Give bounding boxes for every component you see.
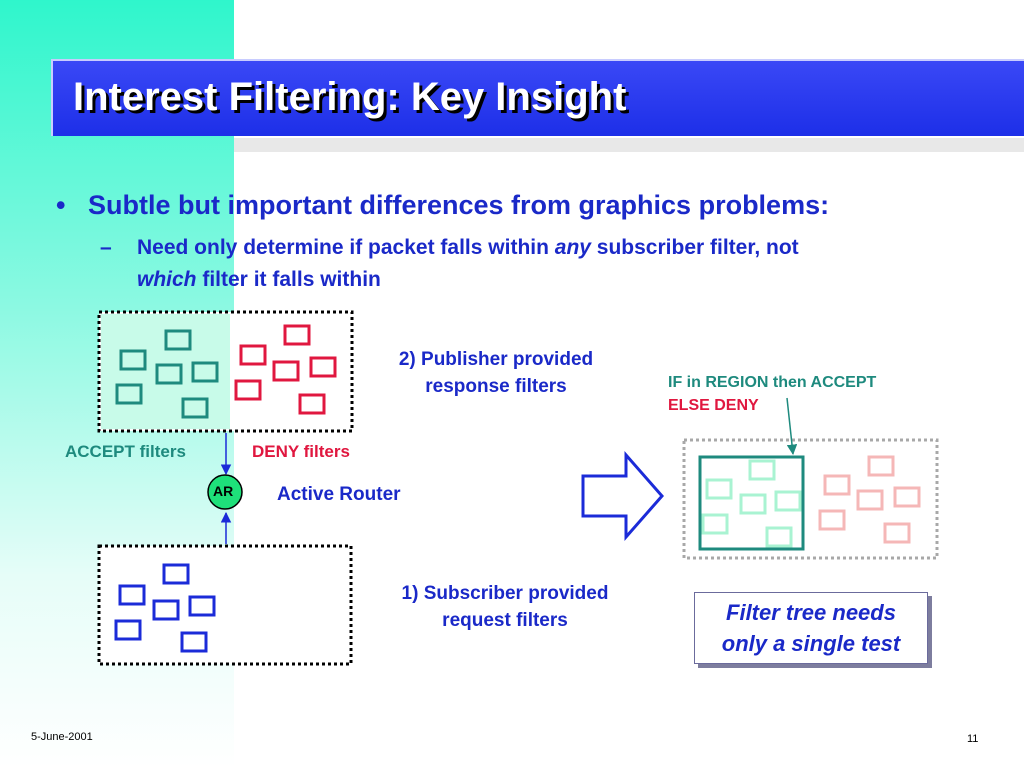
merged-deny-rect (818, 509, 846, 531)
sub-bullet-part-2: subscriber filter, not (590, 236, 799, 259)
merged-deny-rect (867, 455, 895, 477)
subscriber-filter-rect (180, 631, 208, 653)
publisher-caption-line-2: response filters (425, 376, 567, 397)
merged-accept-rect (748, 459, 776, 481)
subscriber-filter-rect (162, 563, 190, 585)
subscriber-caption-line-2: request filters (442, 610, 568, 631)
deny-filter-rects (234, 324, 337, 415)
subscriber-filter-rect (114, 619, 142, 641)
sub-bullet-part-1: Need only determine if packet falls with… (137, 236, 555, 259)
accept-filters-label: ACCEPT filters (65, 442, 186, 461)
active-router-node (207, 474, 243, 510)
publisher-caption-line-1: 2) Publisher provided (398, 349, 594, 370)
callout-line-2: only a single test (721, 631, 901, 656)
deny-filter-rect (272, 360, 300, 382)
sub-bullet-emphasis-which: which (137, 268, 197, 291)
merged-deny-rects (818, 455, 921, 544)
deny-filters-label: DENY filters (252, 442, 350, 461)
merged-accept-rect (739, 493, 767, 515)
accept-filter-rect (164, 329, 192, 351)
merged-deny-rect (823, 474, 851, 496)
subscriber-filter-rect (188, 595, 216, 617)
main-bullet-text: Subtle but important differences from gr… (88, 190, 830, 220)
deny-filter-rect (239, 344, 267, 366)
footer-date: 5-June-2001 (31, 731, 93, 743)
subscriber-caption-line-1: 1) Subscriber provided (401, 583, 609, 604)
sub-bullet-emphasis-any: any (554, 236, 591, 259)
accept-filter-rect (191, 361, 219, 383)
merged-accept-rect (701, 513, 729, 535)
merged-accept-rects (701, 459, 802, 548)
sub-bullet-line-1: Need only determine if packet falls with… (137, 232, 799, 264)
if-region-accept-label: IF in REGION then ACCEPT (668, 374, 877, 391)
deny-filter-rect (234, 379, 262, 401)
rule-pointer-arrow (786, 397, 798, 456)
footer-page-number: 11 (967, 733, 979, 745)
else-deny-label: ELSE DENY (668, 397, 759, 414)
deny-filter-rect (309, 356, 337, 378)
merged-deny-rect (883, 522, 911, 544)
accept-filter-rect (181, 397, 209, 419)
background-grey-band (234, 138, 1024, 152)
callout-line-1: Filter tree needs (726, 600, 896, 625)
main-bullet: • Subtle but important differences from g… (56, 190, 829, 221)
active-router-label: Active Router (277, 484, 401, 505)
deny-filter-rect (283, 324, 311, 346)
subscriber-filter-rect (152, 599, 180, 621)
subscriber-filter-rect (118, 584, 146, 606)
sub-bullet-part-3: filter it falls within (196, 268, 381, 291)
slide-title: Interest Filtering: Key Insight (73, 75, 627, 119)
single-test-callout: Filter tree needs only a single test (694, 592, 928, 664)
accept-filter-rect (119, 349, 147, 371)
accept-filter-rects (115, 329, 219, 419)
transform-arrow (581, 451, 664, 541)
title-bar: Interest Filtering: Key Insight (51, 59, 1024, 136)
subscriber-filters-caption: 1) Subscriber provided request filters (375, 580, 635, 634)
accept-filter-rect (155, 363, 183, 385)
deny-filter-rect (298, 393, 326, 415)
sub-bullet-line-2: which filter it falls within (137, 264, 381, 296)
sub-bullet-dash: – (100, 236, 112, 259)
merged-accept-rect (705, 478, 733, 500)
subscriber-filter-rects (114, 563, 216, 653)
merged-accept-rect (765, 526, 793, 548)
bullet-dot: • (56, 190, 66, 220)
publisher-filters-caption: 2) Publisher provided response filters (371, 346, 621, 400)
accept-filter-rect (115, 383, 143, 405)
merged-accept-rect (774, 490, 802, 512)
router-badge-label: AR (213, 483, 234, 499)
merged-deny-rect (893, 486, 921, 508)
merged-deny-rect (856, 489, 884, 511)
